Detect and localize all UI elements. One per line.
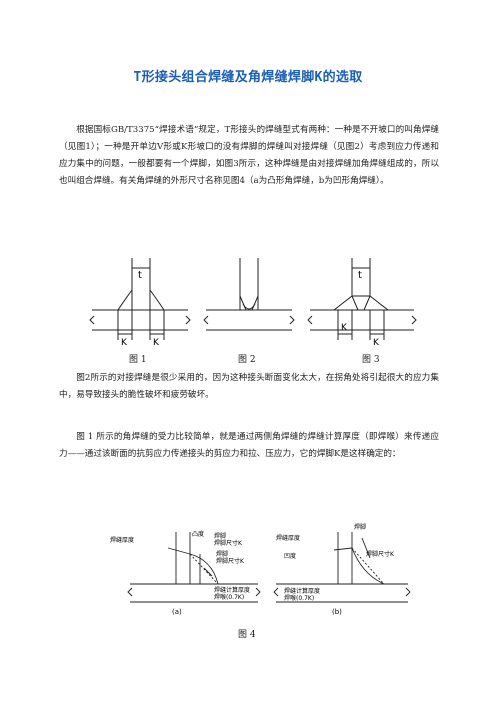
- figure-1-k-left: K: [121, 338, 128, 348]
- figure-3-k-left: K: [341, 323, 348, 333]
- caption-figure-1: 图 1: [129, 355, 147, 365]
- caption-figure-4: 图 4: [238, 630, 256, 640]
- fig4b-sub-label: (b): [332, 608, 342, 616]
- figure-4b-drawing: [273, 532, 411, 603]
- paragraph-butt-weld: 图2所示的对接焊缝是很少采用的，因为这种接头断面变化太大，在拐角处将引起很大的应…: [59, 373, 439, 400]
- figure-1-2-3: t K K t K K: [89, 258, 417, 348]
- fig4a-throat-label: 焊喉(0.7K): [214, 593, 244, 601]
- fig4b-leg-label: 焊脚: [354, 523, 366, 531]
- paragraph-intro: 根据国标GB/T3375“焊接术语”规定，T形接头的焊缝型式有两种：一种是不开坡…: [59, 125, 439, 186]
- figure-3-drawing: [307, 258, 417, 340]
- fig4a-convex-label: 凸度: [192, 530, 204, 538]
- figure-1-drawing: [89, 258, 191, 340]
- fig4a-leg2-label: 焊脚: [216, 550, 228, 558]
- fig4a-leg-label: 焊脚: [214, 532, 226, 540]
- figure-4: 焊缝厚度 凸度 焊脚 焊脚尺寸K 焊脚 焊脚尺寸K 焊缝计算厚度 焊喉(0.7K…: [110, 523, 411, 616]
- fig4a-leg-size-label: 焊脚尺寸K: [214, 539, 243, 547]
- figure-1-t-label: t: [138, 270, 142, 281]
- caption-figure-2: 图 2: [238, 355, 256, 365]
- fig4a-leg-size2-label: 焊脚尺寸K: [216, 557, 245, 565]
- paragraph-fillet-weld: 图 1 所示的角焊缝的受力比较简单，就是通过两侧角焊缝的焊缝计算厚度（即焊喉）来…: [59, 432, 439, 459]
- fig4b-calc-label: 焊缝计算厚度: [284, 587, 320, 595]
- figure-3-t-label: t: [358, 270, 362, 281]
- fig4a-calc-label: 焊缝计算厚度: [214, 586, 250, 594]
- caption-figure-3: 图 3: [362, 355, 380, 365]
- figure-2-drawing: [203, 258, 295, 331]
- fig4b-concave-label: 凹度: [284, 552, 296, 560]
- fig4b-thickness-label: 焊缝厚度: [276, 534, 300, 542]
- page-title: T形接头组合焊缝及角焊缝焊脚K的选取: [133, 70, 363, 85]
- figure-3-k-right: K: [373, 338, 380, 348]
- figure-1-k-right: K: [153, 338, 160, 348]
- fig4a-sub-label: (a): [172, 608, 182, 616]
- fig4a-thickness-label: 焊缝厚度: [110, 536, 134, 544]
- fig4b-leg-size-label: 焊脚尺寸K: [366, 550, 395, 558]
- fig4b-throat-label: 焊喉(0.7K): [284, 594, 314, 602]
- figure-4a-drawing: [127, 532, 261, 603]
